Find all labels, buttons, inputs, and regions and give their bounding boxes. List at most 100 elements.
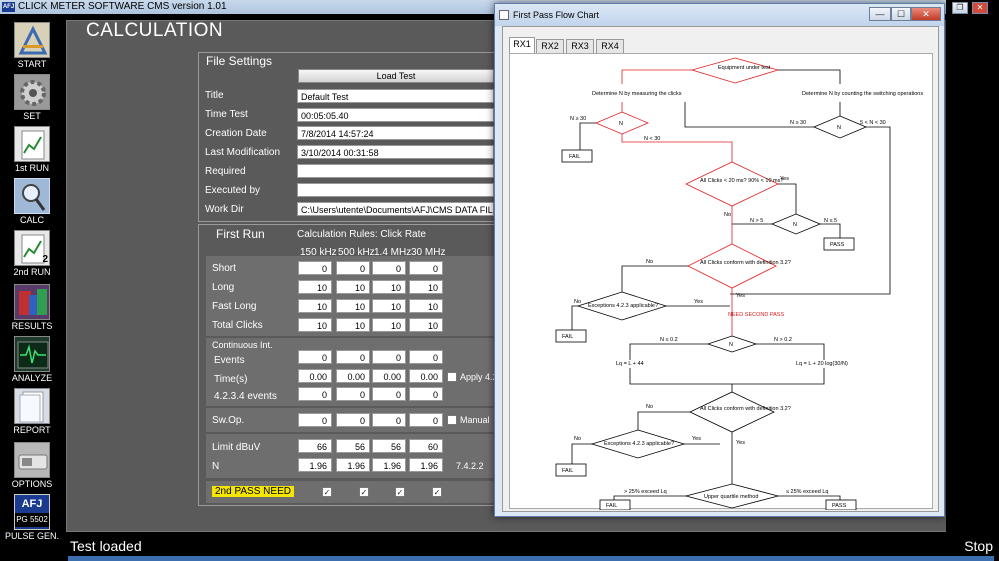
sidebar-item-pulse-gen[interactable]: AFJ PG 5502 PULSE GEN. (4, 494, 60, 541)
gear-icon (14, 74, 50, 110)
progress-bar (68, 556, 994, 561)
no-label-2: No (646, 259, 653, 265)
yes-label-1: Yes (780, 176, 789, 182)
limit-500khz[interactable]: 56 (336, 439, 370, 453)
events-150khz[interactable]: 0 (298, 350, 332, 364)
short-1-4mhz[interactable]: 0 (372, 261, 406, 275)
limit-30mhz[interactable]: 60 (409, 439, 443, 453)
close-icon[interactable]: ✕ (972, 2, 988, 14)
short-30mhz[interactable]: 0 (409, 261, 443, 275)
fast-long-1-4mhz[interactable]: 10 (372, 299, 406, 313)
maximize-icon[interactable]: ☐ (891, 7, 911, 21)
fast-long-150khz[interactable]: 10 (298, 299, 332, 313)
fail-box-4: FAIL (606, 503, 617, 509)
last-modification-field[interactable]: 3/10/2014 00:31:58 (297, 145, 494, 159)
second-pass-check-150khz[interactable]: ✓ (322, 487, 332, 497)
manual-label: Manual (460, 415, 490, 425)
title-field[interactable]: Default Test (297, 89, 494, 103)
time-500khz[interactable]: 0.00 (336, 369, 370, 383)
fail-box-2: FAIL (562, 334, 573, 340)
chart-doc-icon (14, 126, 50, 162)
manual-checkbox[interactable] (447, 415, 457, 425)
stop-button[interactable]: Stop (964, 538, 993, 554)
close-icon[interactable]: ✕ (911, 7, 941, 21)
sidebar-item-options[interactable]: OPTIONS (4, 442, 60, 489)
load-test-button[interactable]: Load Test (298, 69, 494, 83)
total-clicks-150khz[interactable]: 10 (298, 318, 332, 332)
long-30mhz[interactable]: 10 (409, 280, 443, 294)
tab-rx2[interactable]: RX2 (536, 39, 564, 53)
short-500khz[interactable]: 0 (336, 261, 370, 275)
swop-label: Sw.Op. (212, 415, 245, 426)
second-pass-check-1-4mhz[interactable]: ✓ (395, 487, 405, 497)
model-label: PG 5502 (15, 513, 49, 527)
fast-long-500khz[interactable]: 10 (336, 299, 370, 313)
events-500khz[interactable]: 0 (336, 350, 370, 364)
creation-date-field[interactable]: 7/8/2014 14:57:24 (297, 126, 494, 140)
n-1-4mhz[interactable]: 1.96 (372, 458, 406, 472)
minimize-icon[interactable]: — (869, 7, 891, 21)
sidebar-item-set[interactable]: SET (4, 74, 60, 121)
swop-30mhz[interactable]: 0 (409, 413, 443, 427)
second-pass-check-30mhz[interactable]: ✓ (432, 487, 442, 497)
events-1-4mhz[interactable]: 0 (372, 350, 406, 364)
swop-1-4mhz[interactable]: 0 (372, 413, 406, 427)
sidebar-item-label: SET (23, 111, 41, 121)
sidebar-item-start[interactable]: START (4, 22, 60, 69)
file-settings-title: File Settings (206, 54, 273, 68)
events-4234-500khz[interactable]: 0 (336, 387, 370, 401)
tab-rx4[interactable]: RX4 (596, 39, 624, 53)
total-clicks-30mhz[interactable]: 10 (409, 318, 443, 332)
limit-150khz[interactable]: 66 (298, 439, 332, 453)
column-header: 150 kHz (300, 247, 337, 258)
fast-long-30mhz[interactable]: 10 (409, 299, 443, 313)
tab-rx3[interactable]: RX3 (566, 39, 594, 53)
time-1-4mhz[interactable]: 0.00 (372, 369, 406, 383)
events-4234-150khz[interactable]: 0 (298, 387, 332, 401)
executed-by-label: Executed by (205, 185, 261, 196)
restore-icon[interactable]: ❐ (952, 2, 968, 14)
sidebar-item-label: PULSE GEN. (4, 531, 60, 541)
time-30mhz[interactable]: 0.00 (409, 369, 443, 383)
sidebar-item-label: START (17, 59, 47, 69)
second-pass-check-500khz[interactable]: ✓ (359, 487, 369, 497)
events-30mhz[interactable]: 0 (409, 350, 443, 364)
total-clicks-500khz[interactable]: 10 (336, 318, 370, 332)
sidebar-item-2nd-run[interactable]: 2 2nd RUN (4, 230, 60, 277)
sidebar: START SET 1st RUN CALC 2 2nd RUN RESULTS (0, 14, 62, 545)
events-label: Events (214, 355, 245, 366)
events-4234-1-4mhz[interactable]: 0 (372, 387, 406, 401)
sidebar-item-label: 1st RUN (14, 163, 49, 173)
n-500khz[interactable]: 1.96 (336, 458, 370, 472)
n-note: 7.4.2.2 (456, 461, 484, 471)
required-field[interactable] (297, 164, 494, 178)
no-label-3: No (574, 299, 581, 305)
short-150khz[interactable]: 0 (298, 261, 332, 275)
tab-rx1[interactable]: RX1 (509, 37, 535, 53)
swop-500khz[interactable]: 0 (336, 413, 370, 427)
title-label: Title (205, 90, 224, 101)
sidebar-item-analyze[interactable]: ANALYZE (4, 336, 60, 383)
n-lt-30-label: N < 30 (644, 136, 660, 142)
time-test-field[interactable]: 00:05:05.40 (297, 108, 494, 122)
limit-1-4mhz[interactable]: 56 (372, 439, 406, 453)
long-150khz[interactable]: 10 (298, 280, 332, 294)
sidebar-item-calc[interactable]: CALC (4, 178, 60, 225)
total-clicks-1-4mhz[interactable]: 10 (372, 318, 406, 332)
apply-checkbox[interactable] (447, 372, 457, 382)
n-150khz[interactable]: 1.96 (298, 458, 332, 472)
sidebar-item-1st-run[interactable]: 1st RUN (4, 126, 60, 173)
flow-chart-window: First Pass Flow Chart — ☐ ✕ RX1 RX2 RX3 … (494, 3, 945, 517)
work-dir-field[interactable]: C:\Users\utente\Documents\AFJ\CMS DATA F… (297, 202, 494, 216)
sidebar-item-label: REPORT (13, 425, 51, 435)
sidebar-item-report[interactable]: REPORT (4, 388, 60, 435)
time-150khz[interactable]: 0.00 (298, 369, 332, 383)
events-4234-30mhz[interactable]: 0 (409, 387, 443, 401)
n-30mhz[interactable]: 1.96 (409, 458, 443, 472)
yes-label-3: Yes (694, 299, 703, 305)
long-1-4mhz[interactable]: 10 (372, 280, 406, 294)
swop-150khz[interactable]: 0 (298, 413, 332, 427)
executed-by-field[interactable] (297, 183, 494, 197)
sidebar-item-results[interactable]: RESULTS (4, 284, 60, 331)
long-500khz[interactable]: 10 (336, 280, 370, 294)
